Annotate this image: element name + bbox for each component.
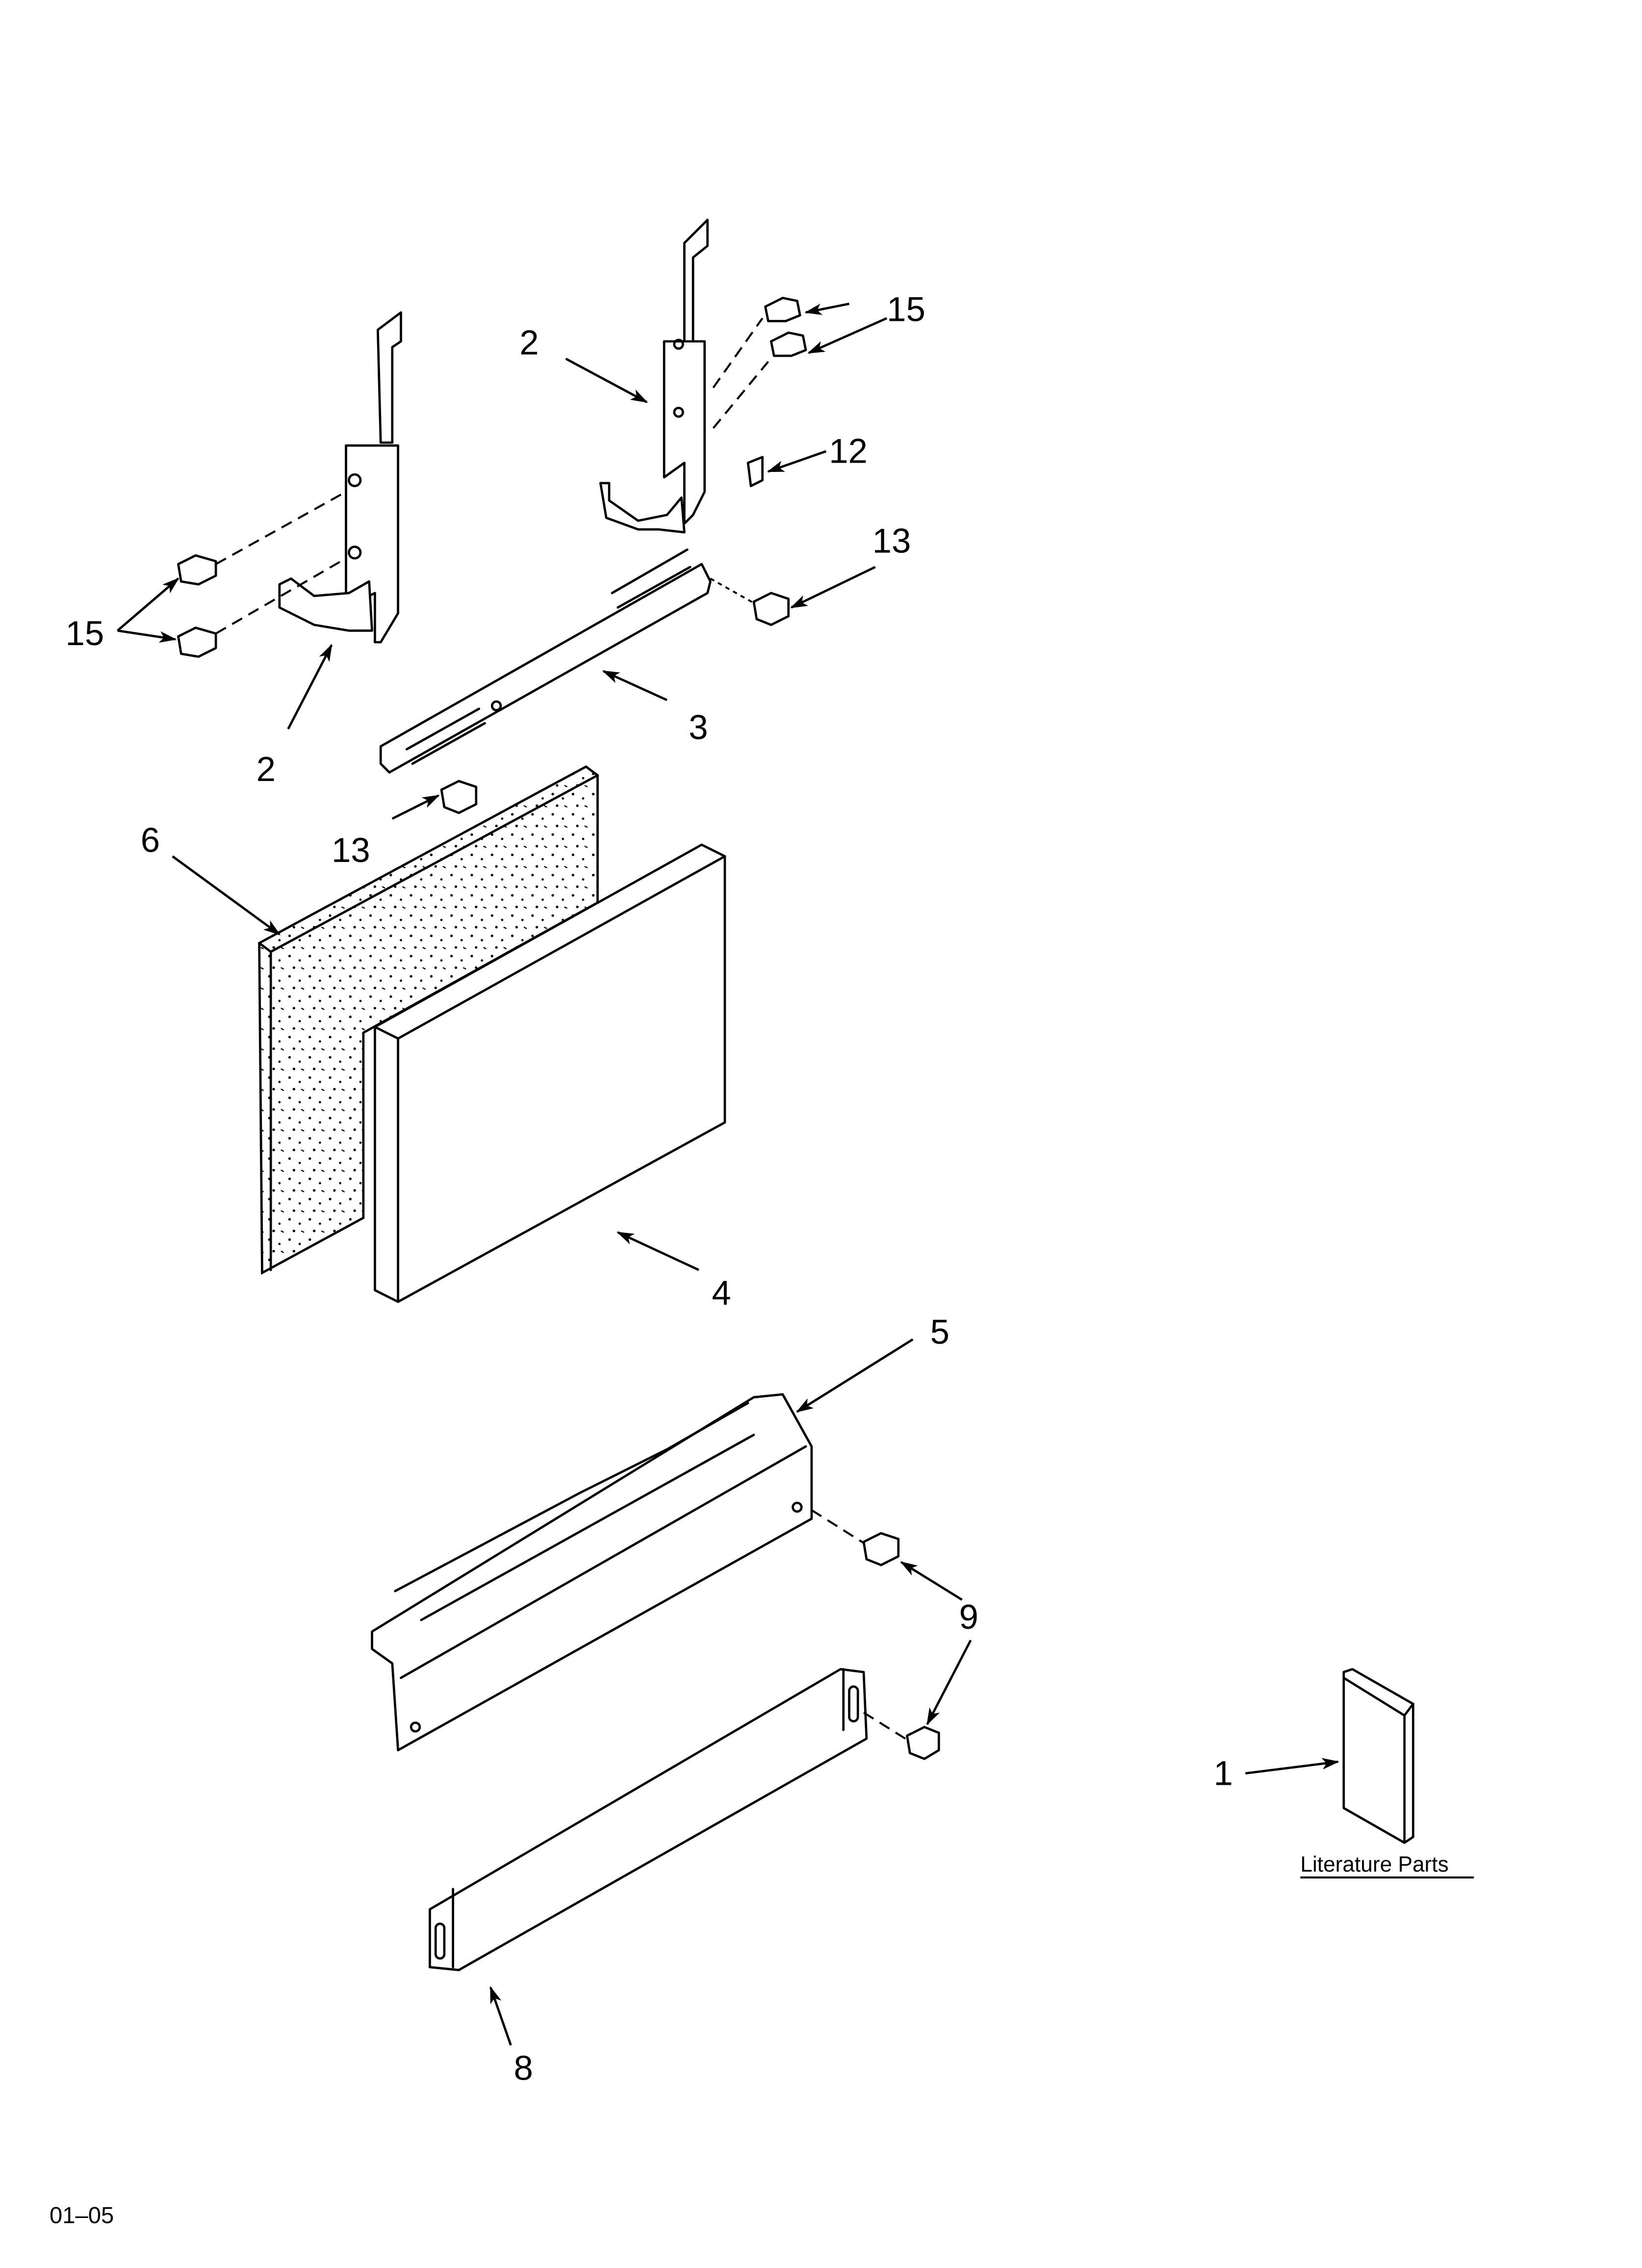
bracket-screw-guide <box>811 1509 867 1546</box>
callout-2-right: 2 <box>519 323 539 362</box>
callout-6: 6 <box>141 821 160 860</box>
screw-brace-left <box>440 780 478 814</box>
callout-8: 8 <box>513 2049 533 2087</box>
callout-3: 3 <box>689 708 708 747</box>
screw-brace-right <box>752 592 790 626</box>
screws-right-hinge <box>712 296 807 429</box>
screws-left-hinge <box>177 491 347 658</box>
page-code: 01–05 <box>50 2202 114 2228</box>
callout-12: 9 <box>959 1597 978 1636</box>
callout-15-right: 15 <box>887 290 925 329</box>
brace-screw-guide <box>710 577 757 606</box>
literature-book-icon <box>1342 1668 1414 1844</box>
callout-4: 4 <box>712 1273 731 1312</box>
leader-arrows <box>117 302 1339 2046</box>
clip <box>746 456 764 488</box>
left-hinge-bracket <box>278 311 402 644</box>
screws-lower-1 <box>862 1532 900 1566</box>
callout-15-left: 15 <box>65 614 104 652</box>
callout-13-left: 13 <box>332 831 370 869</box>
callout-9: 12 <box>829 431 868 470</box>
right-hinge-bracket <box>599 218 709 534</box>
toe-panel-bracket <box>371 1393 813 1751</box>
door-brace <box>379 548 712 774</box>
plate-screw-guide <box>863 1712 911 1743</box>
callout-5: 5 <box>930 1312 949 1351</box>
callout-13-right: 13 <box>872 521 911 560</box>
toe-plate <box>429 1668 868 1972</box>
literature-parts-caption: Literature Parts <box>1300 1852 1448 1877</box>
callout-2-left: 2 <box>257 750 276 788</box>
screws-lower-2 <box>906 1725 940 1760</box>
door-panel <box>374 843 726 1303</box>
callout-1: 1 <box>1213 1753 1232 1792</box>
